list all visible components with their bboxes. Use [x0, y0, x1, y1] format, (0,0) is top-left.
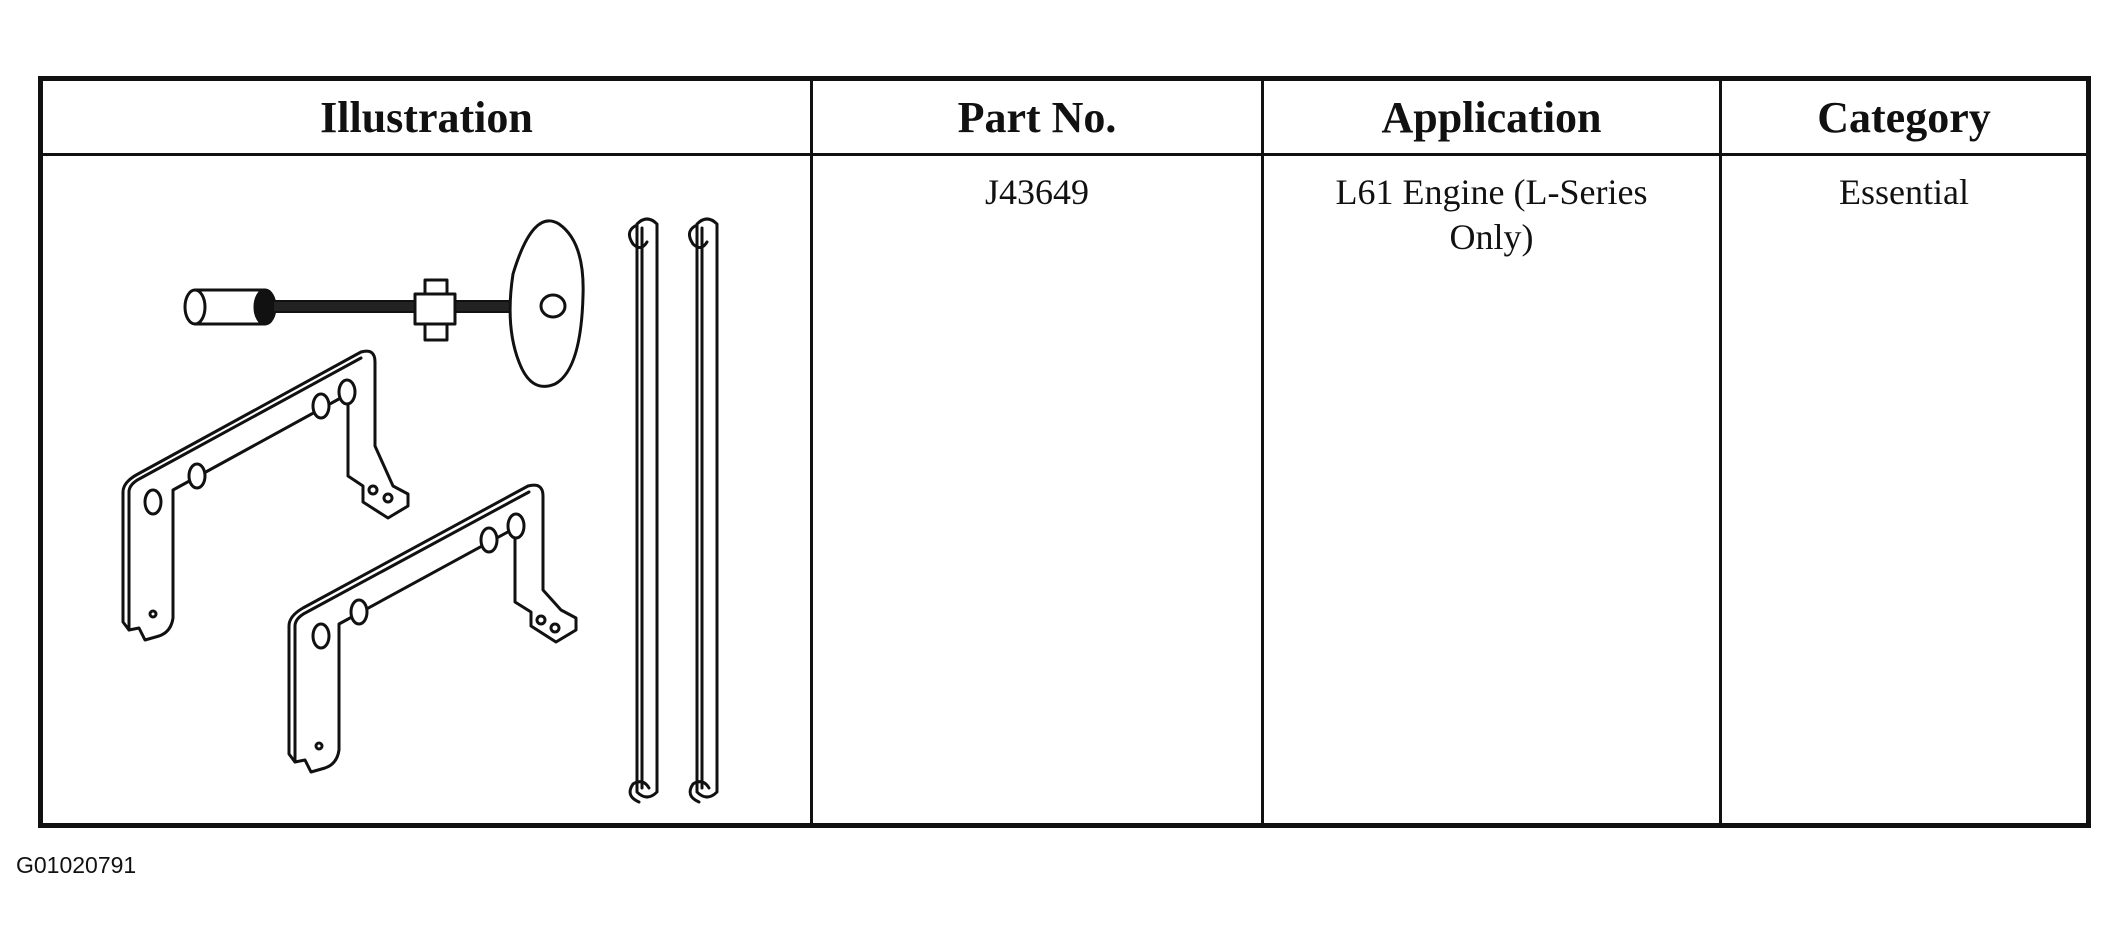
- application-cell: L61 Engine (L-Series Only): [1261, 153, 1722, 827]
- table-row: J43649 L61 Engine (L-Series Only) Essent…: [39, 153, 2090, 827]
- illustration-cell: [39, 153, 813, 827]
- part-no-cell: J43649: [810, 153, 1264, 827]
- puller-tool-icon: [183, 219, 585, 388]
- header-part-no: Part No.: [810, 77, 1264, 156]
- header-category: Category: [1719, 77, 2090, 156]
- table-header-row: Illustration Part No. Application Catego…: [39, 77, 2090, 156]
- part-number: J43649: [984, 172, 1089, 212]
- bracket-lower-icon: [287, 483, 578, 774]
- essential-tool-kit-illustration-icon: [121, 217, 719, 804]
- figure-id: G01020791: [16, 852, 137, 878]
- special-tools-table: Illustration Part No. Application Catego…: [38, 76, 2091, 828]
- application-text: L61 Engine (L-Series Only): [1335, 172, 1648, 257]
- header-application: Application: [1261, 77, 1722, 156]
- category-text: Essential: [1839, 172, 1969, 212]
- category-cell: Essential: [1719, 153, 2090, 827]
- rod-pair-icon: [628, 217, 719, 804]
- bracket-upper-icon: [121, 349, 410, 642]
- header-illustration: Illustration: [39, 77, 813, 156]
